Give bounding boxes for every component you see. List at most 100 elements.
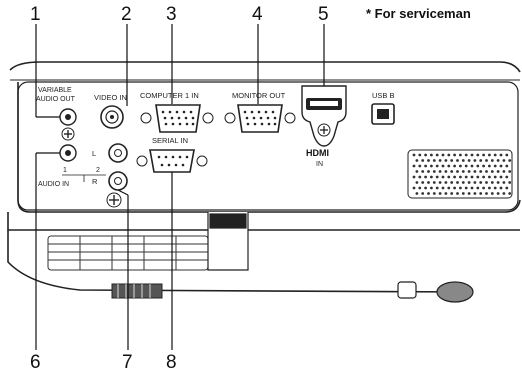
callout-8: 8	[166, 352, 177, 373]
vent-dot	[464, 153, 468, 157]
vent-dot	[435, 153, 439, 157]
monitor-out-label: MONITOR OUT	[232, 91, 286, 100]
vent-dot	[412, 175, 416, 179]
vent-dot	[430, 164, 433, 168]
callout-2: 2	[121, 4, 132, 25]
vent-dot	[464, 175, 468, 179]
vent-dot	[485, 170, 488, 173]
audio-in-1-port	[59, 144, 77, 162]
vent-dot	[421, 170, 425, 173]
vent-dot	[430, 186, 433, 190]
vent-dot	[435, 175, 439, 179]
vent-dot	[485, 159, 488, 162]
vent-dot	[496, 192, 500, 195]
vent-dot	[482, 186, 485, 190]
vent-dot	[505, 164, 509, 168]
vent-dot	[470, 153, 474, 157]
vent-dot	[508, 192, 512, 195]
audio-in-2-left-port: L	[92, 143, 128, 163]
vent-dot	[470, 164, 474, 168]
variable-label-line1: VARIABLE	[38, 87, 72, 94]
vent-dot	[456, 170, 459, 173]
vent-dot	[505, 186, 509, 190]
vent-dot	[459, 186, 462, 190]
vent-dot	[427, 170, 430, 173]
audio-in-bracket	[62, 174, 106, 182]
vent-dot	[493, 175, 497, 179]
vent-dot	[476, 175, 480, 179]
vent-dot	[461, 170, 465, 173]
vent-dot	[430, 175, 433, 179]
vent-dot	[444, 181, 448, 184]
vent-dot	[488, 164, 491, 168]
vent-dot	[496, 159, 500, 162]
vent-dot	[508, 181, 512, 184]
vent-dot	[490, 181, 494, 184]
callout-leader-lines	[35, 24, 325, 350]
vent-dot	[438, 192, 442, 195]
vent-dot	[441, 164, 445, 168]
vent-dot	[435, 164, 439, 168]
vent-dot	[502, 159, 506, 162]
vent-dot	[453, 186, 456, 190]
audio-in-label: AUDIO IN	[38, 181, 69, 188]
callout-7: 7	[122, 352, 133, 373]
vent-dot	[470, 175, 474, 179]
vent-dot	[476, 186, 480, 190]
monitor-out-port: MONITOR OUT	[224, 91, 296, 133]
vent-dot	[490, 192, 494, 195]
audio-in-1-label: 1	[63, 167, 67, 174]
vent-dot	[505, 153, 509, 157]
variable-audio-out-port: VARIABLE AUDIO OUT	[36, 87, 77, 126]
vent-dot	[473, 159, 477, 162]
callout-1: 1	[30, 4, 41, 25]
vent-dot	[479, 192, 483, 195]
vent-dot	[427, 181, 430, 184]
vent-dot	[435, 186, 439, 190]
vent-dot	[424, 153, 427, 157]
callout-4: 4	[252, 4, 263, 25]
vent-dot	[505, 175, 509, 179]
vent-dot	[418, 153, 422, 157]
vent-dot	[424, 175, 427, 179]
vent-dot	[450, 170, 454, 173]
vent-dot	[412, 153, 416, 157]
vent-dot	[508, 170, 512, 173]
vent-dot	[470, 186, 474, 190]
vent-dot	[427, 192, 430, 195]
vent-dot	[467, 192, 471, 195]
vent-dot	[473, 170, 477, 173]
vent-dot	[482, 153, 485, 157]
vent-dot	[415, 192, 419, 195]
vent-dot	[447, 164, 451, 168]
vent-dot	[450, 159, 454, 162]
vent-dot	[418, 164, 422, 168]
vent-dot	[493, 164, 497, 168]
vent-dot	[499, 164, 503, 168]
vent-dot	[456, 192, 459, 195]
vent-dot	[459, 164, 462, 168]
vent-dot	[421, 181, 425, 184]
vent-dot	[421, 159, 425, 162]
right-label: R	[92, 177, 98, 186]
vent-dot	[502, 170, 506, 173]
computer-1-in-label: COMPUTER 1 IN	[140, 91, 199, 100]
serviceman-note: * For serviceman	[366, 6, 471, 21]
rear-feet	[397, 281, 474, 303]
vent-dot	[473, 181, 477, 184]
vent-dot	[456, 181, 459, 184]
vent-dot	[464, 186, 468, 190]
vent-dot	[502, 192, 506, 195]
panel-screw-2	[106, 192, 122, 208]
vent-dot	[432, 192, 436, 195]
vent-dot	[441, 153, 445, 157]
vent-dot	[447, 186, 451, 190]
vent-dot	[459, 175, 462, 179]
vent-dot	[453, 164, 456, 168]
vent-dot	[473, 192, 477, 195]
vent-dot	[508, 159, 512, 162]
vent-dot	[453, 175, 456, 179]
callout-6: 6	[30, 352, 41, 373]
vent-dot	[479, 159, 483, 162]
